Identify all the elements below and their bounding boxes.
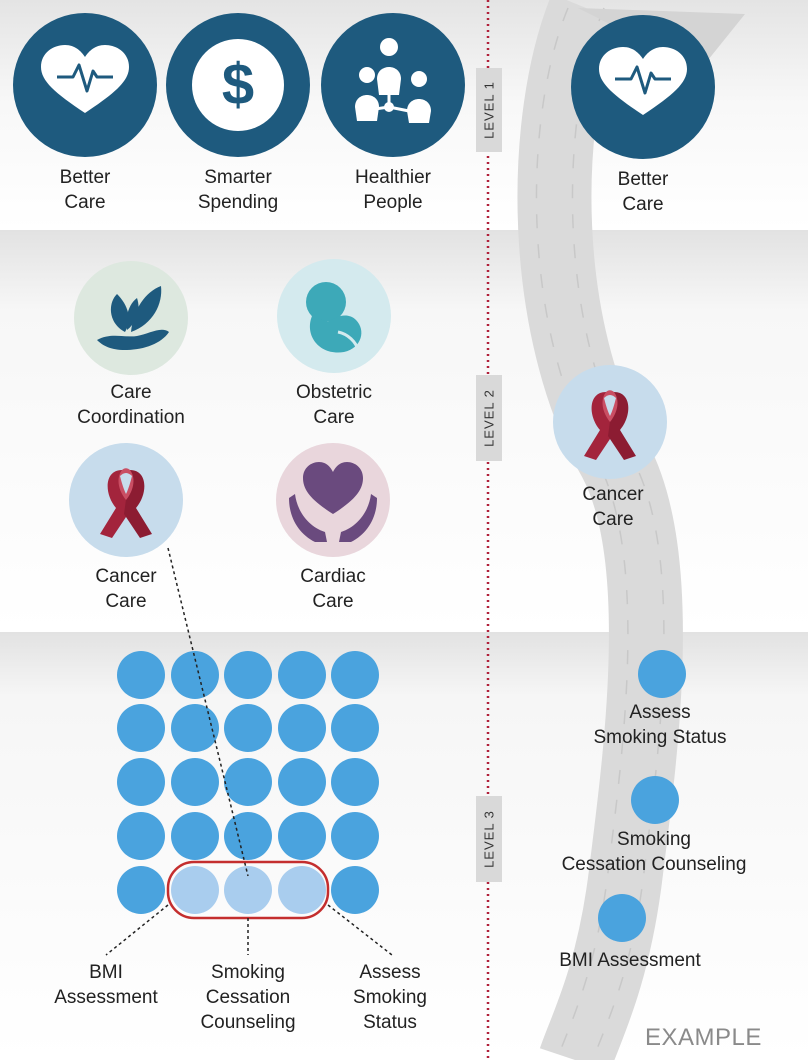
measure-dot [278,704,326,752]
level-1-label: LEVEL 1 [481,81,497,139]
example-tag: EXAMPLE [645,1024,762,1051]
cancer-care-label: Cancer Care [95,566,157,612]
example-counseling-dot [631,776,679,824]
measure-dot [171,812,219,860]
measure-dot [331,758,379,806]
measure-dot-highlighted [278,866,326,914]
healthier-people-label: Healthier People [354,167,432,213]
smarter-spending-label: Smarter Spending [197,167,279,213]
measure-dot [171,704,219,752]
measure-dot [117,758,165,806]
heart-hands-icon [276,443,390,557]
measure-dot [331,812,379,860]
example-better-care-label: Better Care [617,169,669,215]
measure-dot [224,812,272,860]
example-cancer-care-label: Cancer Care [582,484,644,530]
measure-dot-grid [117,651,379,920]
heart-pulse-icon [13,13,157,157]
example-assess-smoking-status-label: Assess Smoking Status [593,702,727,748]
leader-lines [105,547,393,956]
example-bmi-dot [598,894,646,942]
svg-text:$: $ [222,52,254,117]
fetus-icon [277,259,391,373]
measure-dot [171,758,219,806]
smoking-cessation-counseling-label: Smoking Cessation Counseling [200,962,296,1033]
example-smoking-cessation-counseling-label: Smoking Cessation Counseling [561,829,747,875]
example-ribbon-icon [553,365,667,479]
example-heart-pulse-icon [571,15,715,159]
measure-dot [278,758,326,806]
measure-dot [224,651,272,699]
level-3-label: LEVEL 3 [481,810,497,868]
measure-dot [331,866,379,914]
level-1-tag: LEVEL 1 [476,68,502,152]
example-assess-dot [638,650,686,698]
plant-hand-icon [74,261,188,375]
measure-dot [224,704,272,752]
measure-dot [171,651,219,699]
bmi-assessment-label: BMI Assessment [54,962,158,1008]
assess-smoking-status-label: Assess Smoking Status [353,962,427,1033]
measure-dot [117,704,165,752]
measure-dot [278,812,326,860]
measure-dot [117,812,165,860]
level-2-label: LEVEL 2 [481,389,497,447]
measure-dot [278,651,326,699]
measure-dot [331,651,379,699]
measure-dot [117,651,165,699]
ribbon-icon [69,443,183,557]
level-3-tag: LEVEL 3 [476,796,502,882]
better-care-label: Better Care [59,167,111,213]
cardiac-care-label: Cardiac Care [300,566,366,612]
level-2-tag: LEVEL 2 [476,375,502,461]
measure-dot [224,758,272,806]
people-network-icon [321,13,465,157]
measure-dot [331,704,379,752]
care-coordination-label: Care Coordination [77,382,185,428]
road [517,0,745,1060]
example-bmi-assessment-label: BMI Assessment [559,950,701,971]
measure-dot-highlighted [224,866,272,914]
dollar-icon: $ [166,13,310,157]
measure-dot-highlighted [171,866,219,914]
measure-dot [117,866,165,914]
obstetric-care-label: Obstetric Care [295,382,373,428]
